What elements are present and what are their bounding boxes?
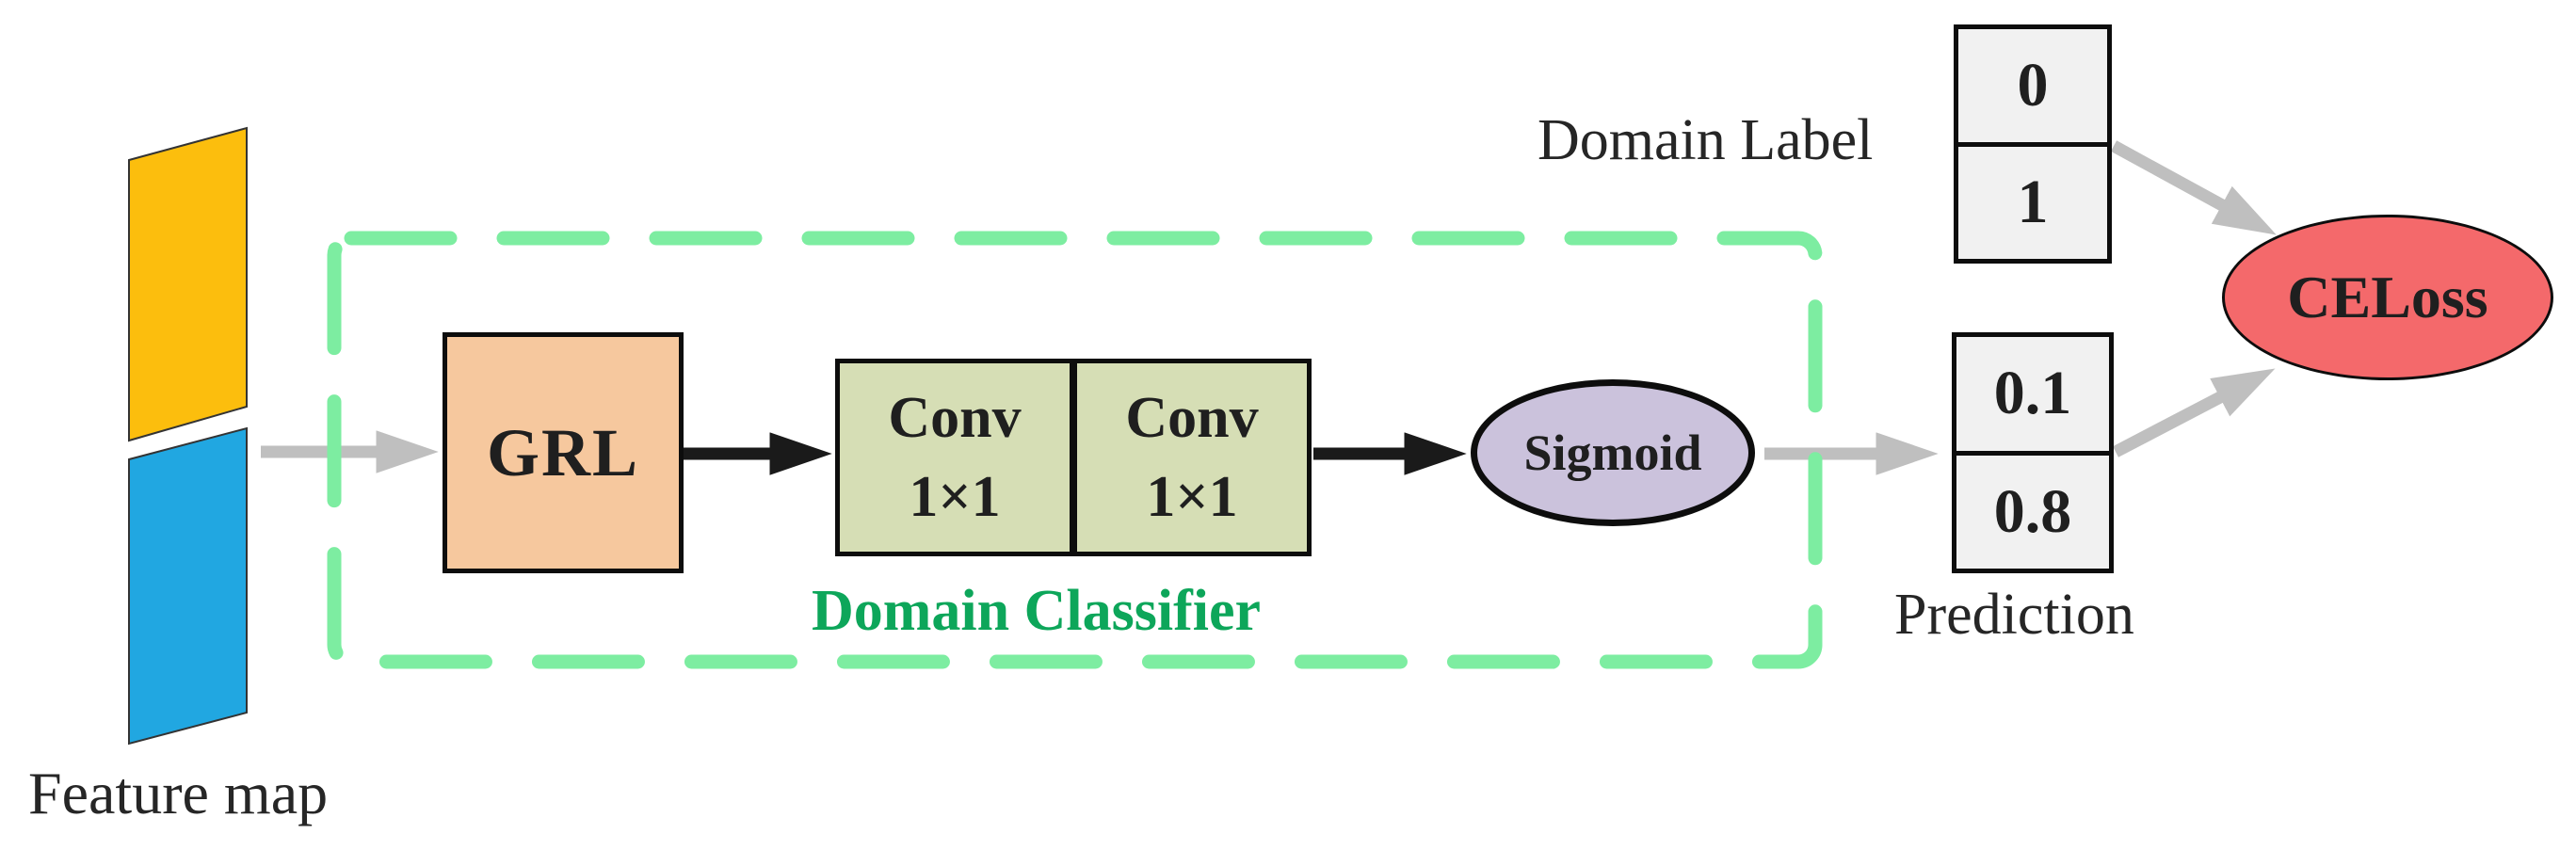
domain-label-cell-0: 0 [1954, 24, 2112, 147]
prediction-cell-1: 0.8 [1952, 450, 2114, 573]
conv1-line2: 1×1 [909, 465, 1001, 529]
arrow-prediction-to-celoss [2112, 368, 2276, 457]
conv2-line2: 1×1 [1146, 465, 1238, 529]
prediction-cell-0: 0.1 [1952, 332, 2114, 456]
grl-label: GRL [486, 414, 640, 490]
sigmoid-node: Sigmoid [1471, 379, 1755, 526]
domain-label-table: 0 1 [1954, 24, 2112, 264]
domain-label-cell-1: 1 [1954, 141, 2112, 264]
conv1-line1: Conv [888, 386, 1022, 450]
feature-map-top-parallelogram [128, 126, 248, 442]
domain-classifier-caption: Domain Classifier [812, 579, 1262, 643]
arrow-domainlabel-to-celoss [2110, 140, 2277, 235]
prediction-value-0: 0.1 [1993, 359, 2072, 428]
domain-label-caption: Domain Label [1538, 108, 1874, 172]
celoss-node: CELoss [2222, 215, 2553, 380]
conv-1x1-block-2: Conv 1×1 [1072, 359, 1312, 556]
sigmoid-label: Sigmoid [1523, 425, 1702, 481]
domain-classifier-dashed-border [327, 231, 1823, 669]
prediction-table: 0.1 0.8 [1952, 332, 2114, 573]
feature-map-caption: Feature map [28, 760, 329, 826]
domain-label-value-0: 0 [2017, 50, 2049, 120]
celoss-label: CELoss [2287, 264, 2488, 330]
conv-1x1-block-1: Conv 1×1 [835, 359, 1074, 556]
feature-map-bottom-parallelogram [128, 426, 248, 746]
conv-blocks-group: Conv 1×1 Conv 1×1 [835, 359, 1312, 556]
prediction-value-1: 0.8 [1993, 476, 2072, 546]
domain-label-value-1: 1 [2017, 168, 2049, 237]
prediction-caption: Prediction [1894, 583, 2134, 647]
conv2-line1: Conv [1125, 386, 1259, 450]
grl-block: GRL [443, 332, 684, 573]
